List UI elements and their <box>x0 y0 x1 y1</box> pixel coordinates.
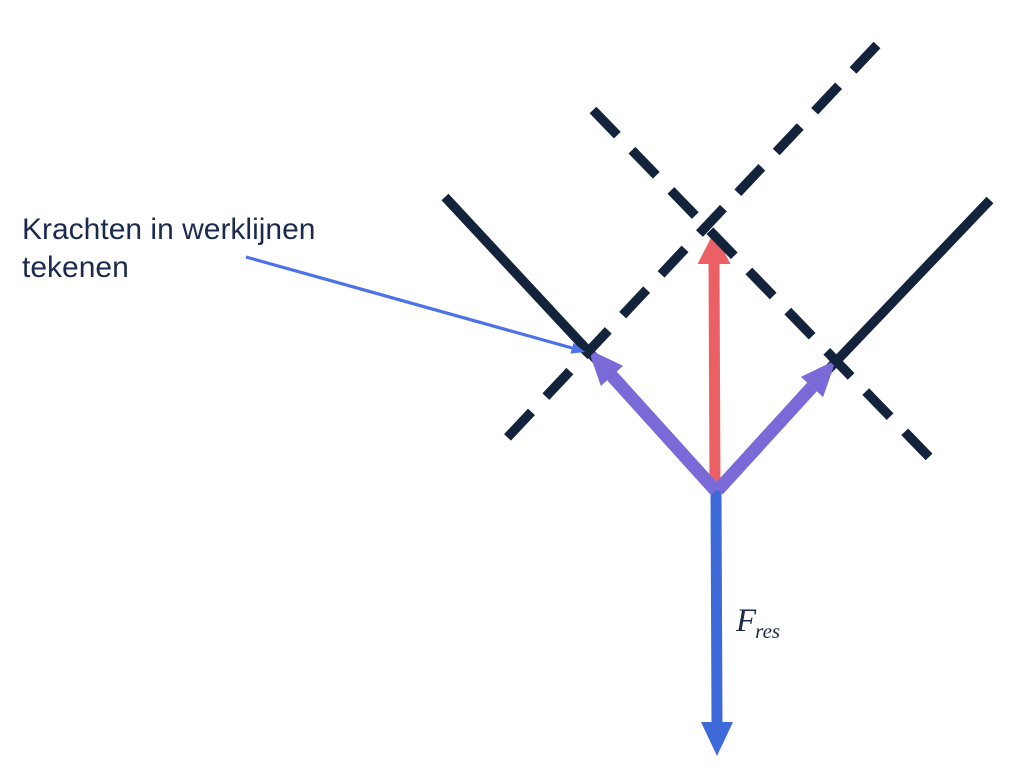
fres-arrow-shaft <box>710 489 723 723</box>
annotation-arrow-shaft <box>245 255 573 350</box>
caption-line-1: Krachten in werklijnen <box>22 213 316 246</box>
annotation-arrow-head <box>570 343 585 354</box>
red-vertical-arrow-shaft <box>708 261 721 488</box>
fres-arrow-head <box>701 722 733 756</box>
component-arrow-left-head <box>588 349 624 386</box>
fres-subscript: res <box>755 619 781 643</box>
fres-symbol: F <box>736 603 757 639</box>
component-arrow-right-head <box>800 360 836 398</box>
caption-text: Krachten in werklijnen tekenen <box>22 211 315 287</box>
component-arrow-left-shaft <box>607 371 721 496</box>
fres-label: Fres <box>736 603 781 643</box>
force-line-right <box>820 196 994 378</box>
working-line-dashed-right <box>589 106 937 465</box>
caption-line-2: tekenen <box>22 251 129 284</box>
red-vertical-arrow-head <box>697 232 731 264</box>
component-arrow-right-shaft <box>713 382 817 495</box>
working-line-dashed-left <box>502 41 881 443</box>
